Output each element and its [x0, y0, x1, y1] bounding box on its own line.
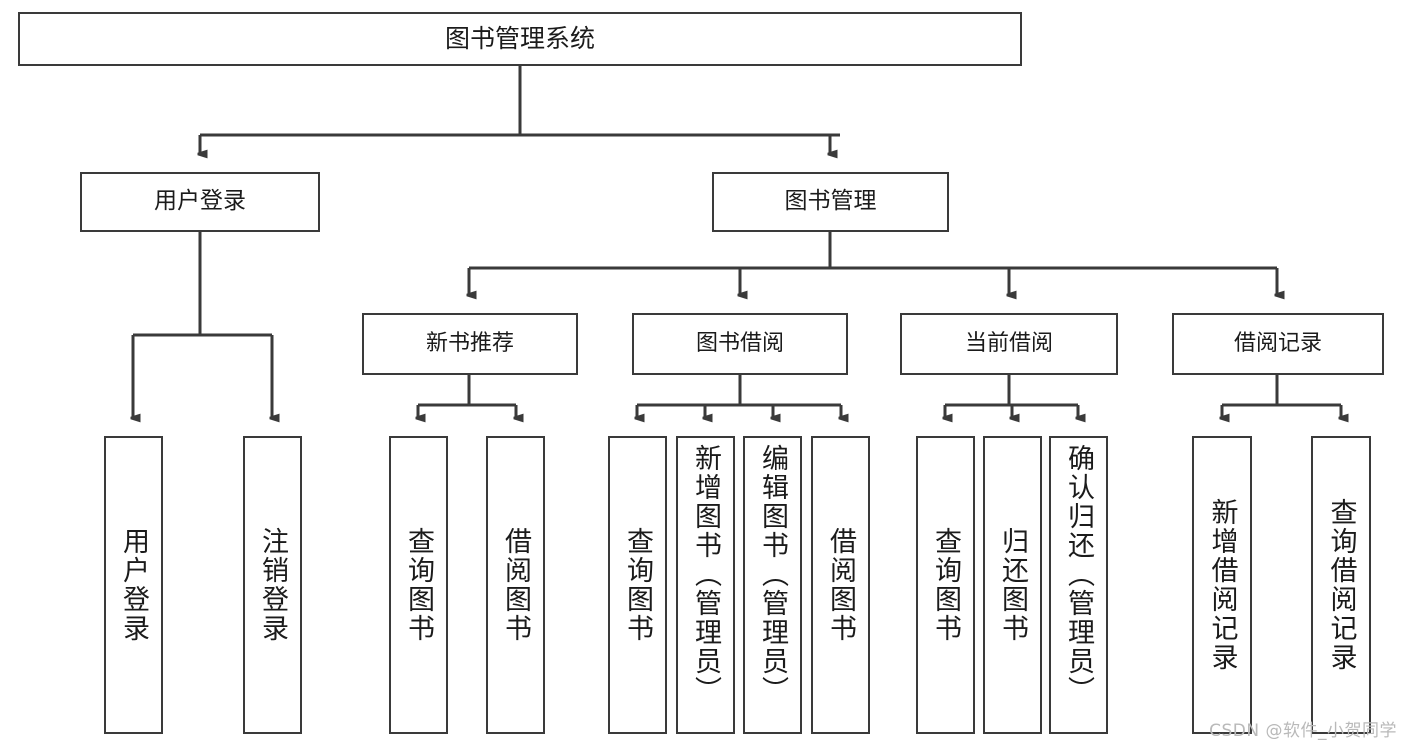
node-leaf-query-book-3-label: 查询图书: [930, 527, 961, 643]
node-root-book-management-system[interactable]: 图书管理系统: [18, 12, 1022, 66]
node-leaf-confirm-return-label: 确认归还（管理员）: [1063, 444, 1094, 705]
node-leaf-query-book-2-label: 查询图书: [622, 527, 653, 643]
node-leaf-confirm-return[interactable]: 确认归还（管理员）: [1049, 436, 1108, 734]
node-leaf-borrow-book-2-label: 借阅图书: [825, 527, 856, 643]
node-user-login[interactable]: 用户登录: [80, 172, 320, 232]
node-borrow-record-label: 借阅记录: [1233, 331, 1322, 357]
node-new-book-recommend[interactable]: 新书推荐: [362, 313, 578, 375]
node-leaf-borrow-book-1-label: 借阅图书: [500, 527, 531, 643]
csdn-watermark: CSDN @软件_小贺同学: [1209, 721, 1397, 741]
node-leaf-add-record-label: 新增借阅记录: [1206, 498, 1238, 672]
node-leaf-query-book-2[interactable]: 查询图书: [608, 436, 667, 734]
node-leaf-query-book-3[interactable]: 查询图书: [916, 436, 975, 734]
node-book-borrow[interactable]: 图书借阅: [632, 313, 848, 375]
node-current-borrow[interactable]: 当前借阅: [900, 313, 1118, 375]
node-new-book-recommend-label: 新书推荐: [425, 331, 514, 357]
node-leaf-query-record[interactable]: 查询借阅记录: [1311, 436, 1371, 734]
node-leaf-edit-book-label: 编辑图书（管理员）: [757, 444, 788, 705]
node-leaf-query-book-1[interactable]: 查询图书: [389, 436, 448, 734]
node-book-borrow-label: 图书借阅: [695, 331, 784, 357]
node-leaf-query-book-1-label: 查询图书: [403, 527, 434, 643]
node-borrow-record[interactable]: 借阅记录: [1172, 313, 1384, 375]
node-leaf-user-login-label: 用户登录: [118, 527, 149, 643]
node-book-manage-label: 图书管理: [784, 188, 877, 215]
node-leaf-user-login[interactable]: 用户登录: [104, 436, 163, 734]
node-leaf-borrow-book-2[interactable]: 借阅图书: [811, 436, 870, 734]
node-leaf-return-book[interactable]: 归还图书: [983, 436, 1042, 734]
node-leaf-logout-login[interactable]: 注销登录: [243, 436, 302, 734]
node-leaf-query-record-label: 查询借阅记录: [1325, 498, 1357, 672]
node-current-borrow-label: 当前借阅: [964, 331, 1053, 357]
node-leaf-add-record[interactable]: 新增借阅记录: [1192, 436, 1252, 734]
node-leaf-borrow-book-1[interactable]: 借阅图书: [486, 436, 545, 734]
node-leaf-add-book-label: 新增图书（管理员）: [690, 444, 721, 705]
node-book-manage[interactable]: 图书管理: [712, 172, 949, 232]
node-leaf-return-book-label: 归还图书: [997, 527, 1028, 643]
node-leaf-add-book[interactable]: 新增图书（管理员）: [676, 436, 735, 734]
node-root-label: 图书管理系统: [444, 24, 595, 54]
node-user-login-label: 用户登录: [154, 188, 246, 215]
node-leaf-logout-login-label: 注销登录: [257, 527, 288, 643]
node-leaf-edit-book[interactable]: 编辑图书（管理员）: [743, 436, 802, 734]
